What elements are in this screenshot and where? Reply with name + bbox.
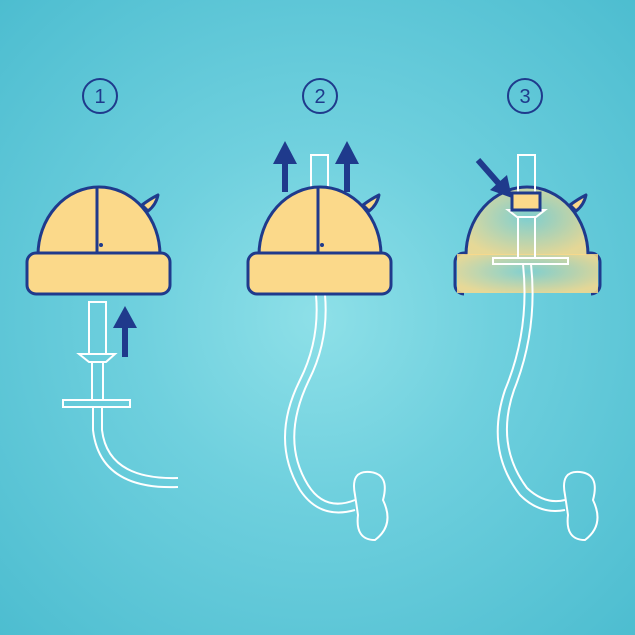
step-1-badge: 1: [82, 78, 118, 114]
step-2-number: 2: [314, 86, 325, 108]
hat-2: [246, 185, 393, 296]
step-2-badge: 2: [302, 78, 338, 114]
hat-3: [453, 185, 602, 296]
step-1-number: 1: [94, 86, 105, 108]
catheter-1: [62, 301, 179, 489]
step-3-number: 3: [519, 86, 530, 108]
arrow-up-icon: [273, 141, 297, 192]
catheter-2: [284, 154, 389, 542]
hat-1: [25, 185, 172, 296]
arrow-up-icon: [335, 141, 359, 192]
step-3-badge: 3: [507, 78, 543, 114]
stopper-cap: [510, 191, 542, 212]
arrow-diagonal-icon: [475, 158, 512, 198]
arrow-up-icon: [113, 306, 137, 357]
